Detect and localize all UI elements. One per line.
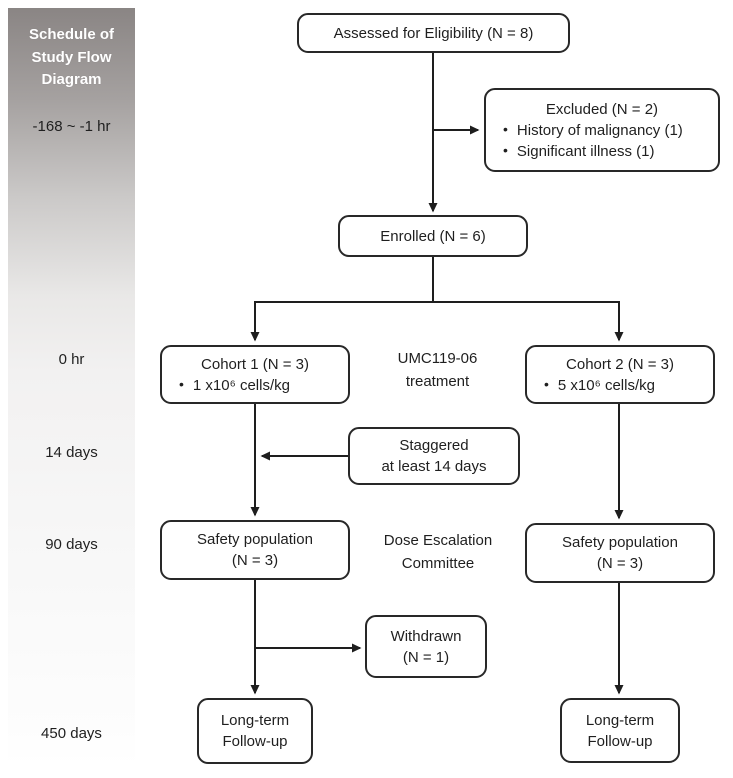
excluded-bullet-illness: Significant illness (1) — [486, 141, 655, 162]
longterm-followup-2-label: Long-term Follow-up — [585, 711, 655, 750]
time-label-450days: 450 days — [41, 725, 102, 742]
staggered-label: Staggered at least 14 days — [381, 437, 487, 475]
cohort1-title: Cohort 1 (N = 3) — [201, 355, 309, 373]
time-label-0hr: 0 hr — [58, 351, 85, 368]
longterm-followup-1-label: Long-term Follow-up — [220, 712, 290, 750]
safety-population-1-box: Safety population (N = 3) — [160, 520, 350, 580]
safety-population-2-label: Safety population (N = 3) — [562, 534, 678, 572]
safety-population-1-label: Safety population (N = 3) — [197, 531, 313, 569]
enrolled-label: Enrolled (N = 6) — [380, 227, 486, 245]
dose-escalation-committee-label: Dose Escalation Committee — [383, 532, 493, 572]
cohort1-box: Cohort 1 (N = 3) 1 x10⁶ cells/kg — [160, 345, 350, 404]
withdrawn-label: Withdrawn (N = 1) — [390, 627, 462, 666]
cohort2-dose-bullet: 5 x10⁶ cells/kg — [527, 375, 655, 396]
sidebar-title: Schedule of Study Flow Diagram — [28, 26, 114, 88]
schedule-sidebar: Schedule of Study Flow Diagram -168 ~ -1… — [8, 8, 135, 766]
cohort2-title: Cohort 2 (N = 3) — [566, 355, 674, 373]
excluded-title: Excluded (N = 2) — [545, 100, 659, 118]
longterm-followup-2-box: Long-term Follow-up — [560, 698, 680, 763]
excluded-box: Excluded (N = 2) History of malignancy (… — [484, 88, 720, 172]
time-label-90days: 90 days — [45, 536, 98, 553]
excluded-bullet-malignancy: History of malignancy (1) — [486, 120, 683, 141]
withdrawn-box: Withdrawn (N = 1) — [365, 615, 487, 678]
umc-treatment-label: UMC119-06 treatment — [397, 350, 478, 390]
cohort2-box: Cohort 2 (N = 3) 5 x10⁶ cells/kg — [525, 345, 715, 404]
safety-population-2-box: Safety population (N = 3) — [525, 523, 715, 583]
enrolled-box: Enrolled (N = 6) — [338, 215, 528, 257]
assessed-eligibility-label: Assessed for Eligibility (N = 8) — [333, 24, 534, 42]
cohort1-dose-bullet: 1 x10⁶ cells/kg — [162, 375, 290, 396]
time-label-screening: -168 ~ -1 hr — [32, 118, 111, 135]
time-label-14days: 14 days — [45, 444, 98, 461]
longterm-followup-1-box: Long-term Follow-up — [197, 698, 313, 764]
staggered-box: Staggered at least 14 days — [348, 427, 520, 485]
assessed-eligibility-box: Assessed for Eligibility (N = 8) — [297, 13, 570, 53]
